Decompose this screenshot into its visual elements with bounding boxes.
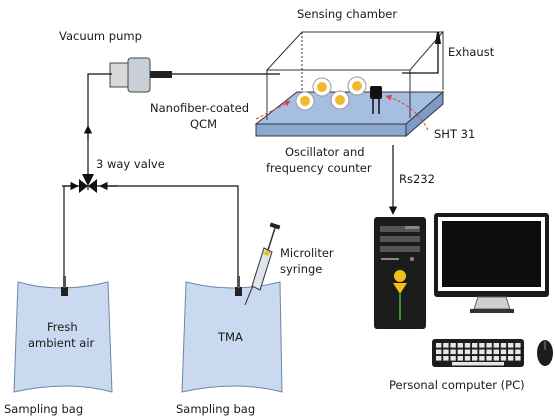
- label-bag2-text: TMA: [217, 330, 243, 344]
- label-bag1-line1: Fresh: [47, 320, 78, 334]
- keyboard-key: [436, 349, 442, 355]
- label-bag1-caption: Sampling bag: [4, 402, 83, 416]
- label-bag2-caption: Sampling bag: [176, 402, 255, 416]
- keyboard-key: [486, 349, 492, 355]
- sensing-chamber: [254, 31, 445, 138]
- qcm-crystals: [295, 76, 367, 111]
- label-vacuum-pump: Vacuum pump: [59, 29, 142, 43]
- keyboard-key: [493, 356, 499, 361]
- keyboard-key: [479, 343, 485, 348]
- vacuum-pump: [109, 57, 172, 93]
- exhaust-nozzle: [435, 32, 441, 44]
- keyboard-key: [443, 349, 449, 355]
- label-exhaust: Exhaust: [448, 45, 495, 59]
- microliter-syringe: [244, 222, 281, 306]
- label-valve: 3 way valve: [96, 157, 165, 171]
- keyboard-key: [508, 343, 514, 348]
- keyboard-key: [515, 349, 521, 355]
- keyboard-key: [515, 356, 521, 361]
- keyboard-key: [436, 356, 442, 361]
- sampling-bag-tma: [181, 276, 283, 393]
- keyboard-icon: [432, 339, 524, 367]
- keyboard-key: [450, 349, 456, 355]
- keyboard-key: [436, 343, 442, 348]
- keyboard-key: [500, 343, 507, 348]
- label-qcm-line2: QCM: [190, 117, 217, 131]
- keyboard-key: [493, 343, 499, 348]
- keyboard-key: [450, 343, 456, 348]
- keyboard-key: [479, 356, 485, 361]
- keyboard-key: [450, 356, 456, 361]
- label-qcm-line1: Nanofiber-coated: [150, 101, 249, 115]
- keyboard-key: [457, 356, 463, 361]
- label-rs232: Rs232: [399, 172, 435, 186]
- keyboard-key: [479, 349, 485, 355]
- keyboard-key: [493, 349, 499, 355]
- glass-box: [265, 31, 445, 120]
- pc-monitor: [434, 213, 549, 313]
- sht-pointer: [385, 94, 429, 131]
- keyboard-key: [457, 349, 463, 355]
- qcm-pointer: [255, 100, 291, 120]
- label-sht: SHT 31: [434, 127, 475, 141]
- keyboard-key: [457, 343, 463, 348]
- keyboard-key: [464, 356, 471, 361]
- label-bag1-line2: ambient air: [28, 336, 95, 350]
- keyboard-key: [464, 343, 471, 348]
- label-pc: Personal computer (PC): [389, 378, 525, 392]
- oscillator-platform-side: [405, 90, 444, 138]
- keyboard-key: [508, 356, 514, 361]
- keyboard-key: [500, 349, 507, 355]
- keyboard-key: [508, 349, 514, 355]
- label-oscillator-line2: frequency counter: [266, 161, 372, 175]
- label-oscillator-line1: Oscillator and: [285, 145, 365, 159]
- keyboard-key: [443, 343, 449, 348]
- keyboard-key: [515, 343, 521, 348]
- label-sensing-chamber: Sensing chamber: [297, 7, 397, 21]
- label-syringe-line2: syringe: [280, 262, 322, 276]
- sampling-bag-fresh-air: [13, 276, 113, 393]
- three-way-valve: [79, 174, 97, 193]
- pc-tower: [374, 217, 426, 329]
- sht31-sensor: [370, 86, 382, 114]
- keyboard-key: [500, 356, 507, 361]
- keyboard-key: [472, 356, 478, 361]
- mouse-icon: [537, 340, 553, 366]
- keyboard-key: [472, 349, 478, 355]
- keyboard-key: [464, 349, 471, 355]
- keyboard-key: [443, 356, 449, 361]
- exhaust-pipe: [402, 44, 439, 74]
- keyboard-key: [486, 356, 492, 361]
- keyboard-spacebar: [452, 362, 504, 366]
- keyboard-key: [486, 343, 492, 348]
- label-syringe-line1: Microliter: [280, 246, 334, 260]
- oscillator-platform-front: [255, 123, 407, 137]
- keyboard-key: [472, 343, 478, 348]
